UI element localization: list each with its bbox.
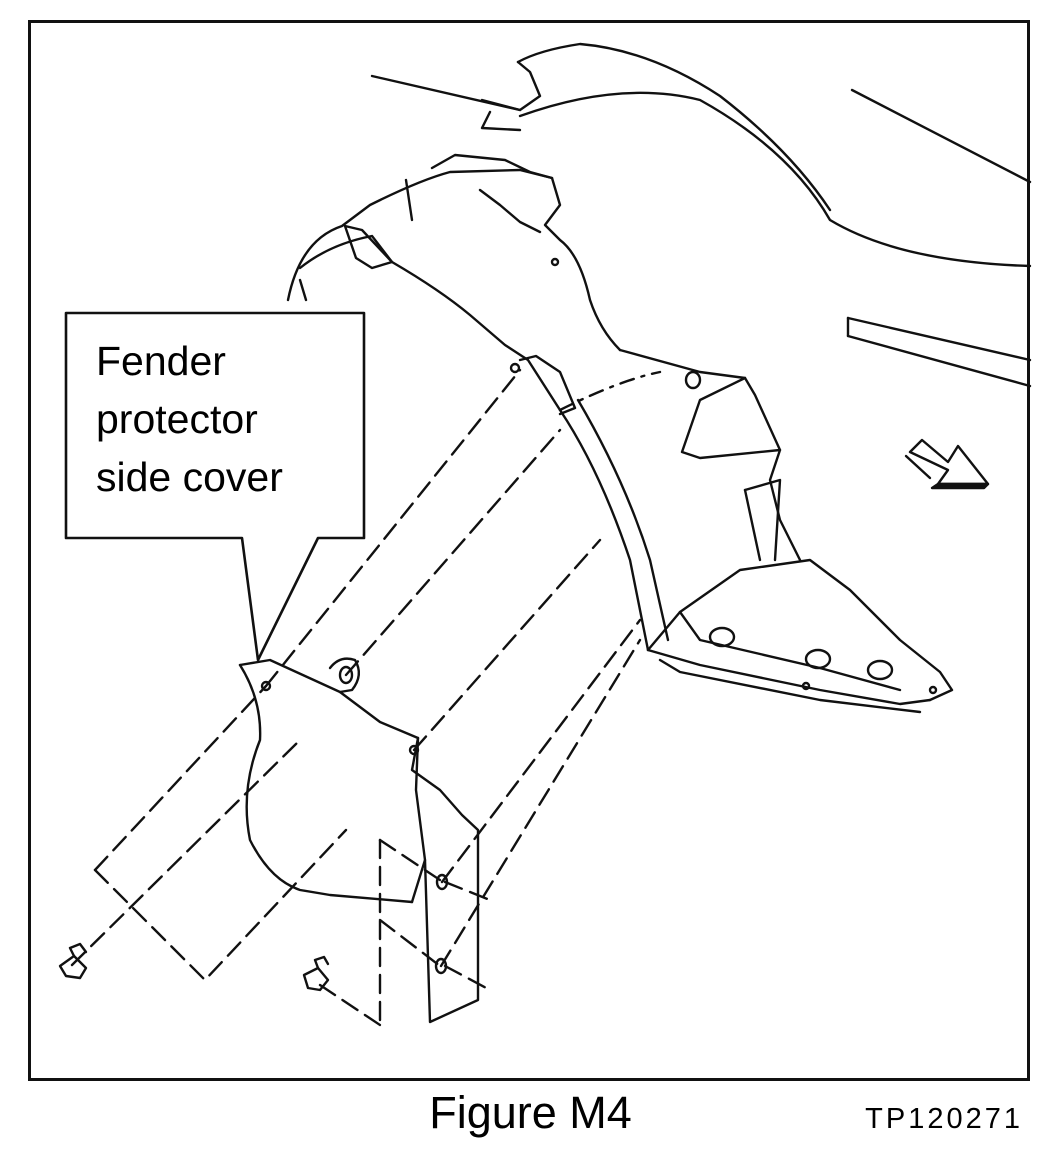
clip-icon — [58, 942, 88, 980]
callout-line-2: protector — [96, 396, 258, 442]
vehicle-body — [370, 42, 1032, 388]
installation-guides — [70, 368, 642, 1027]
arrow-icon — [904, 438, 990, 490]
callout-line-1: Fender — [96, 338, 226, 384]
clip-icon-2 — [302, 955, 330, 992]
reference-code: TP120271 — [865, 1103, 1023, 1135]
callout-box — [64, 311, 366, 662]
figure-caption: Figure M4 — [429, 1087, 632, 1138]
centre-line — [558, 370, 662, 412]
side-cover-part — [238, 657, 480, 1024]
fender-protector — [286, 153, 954, 714]
callout-line-3: side cover — [96, 454, 283, 500]
figure-frame — [28, 20, 1030, 1081]
callout-label: Fender protector side cover — [96, 332, 356, 506]
